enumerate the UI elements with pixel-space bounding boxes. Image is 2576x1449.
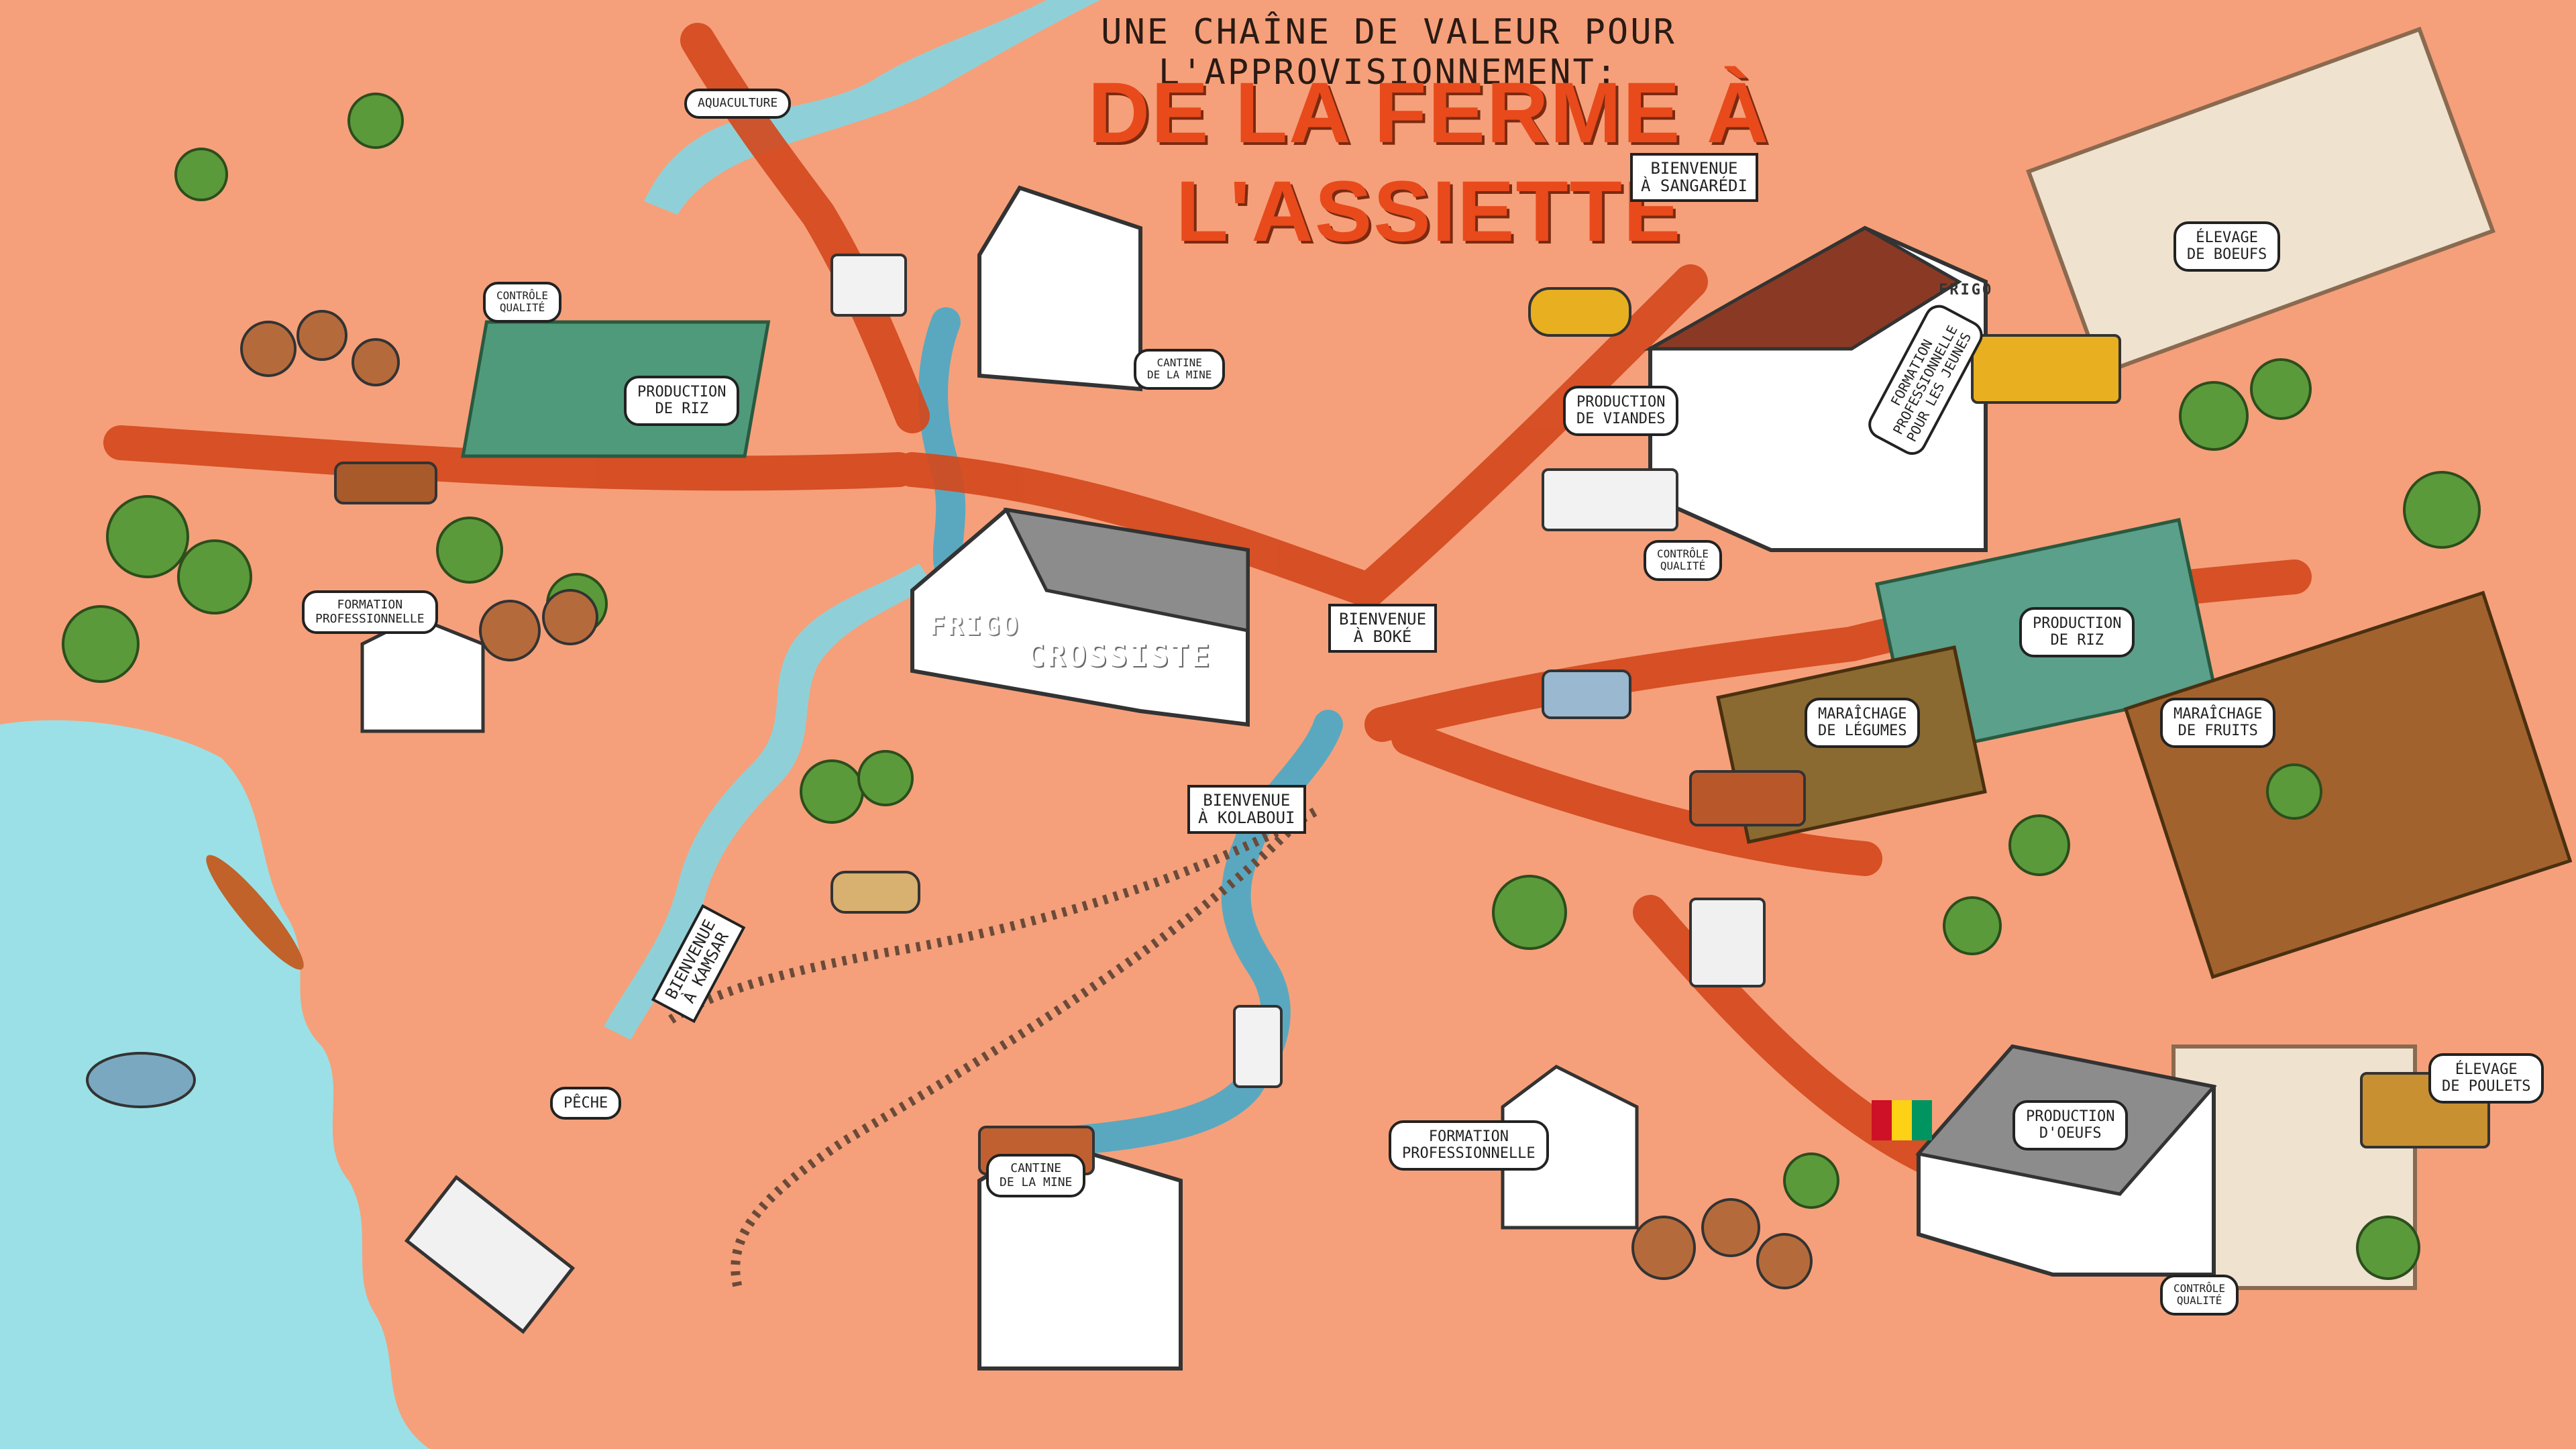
training-center-west (360, 615, 485, 733)
label-formation-south: FORMATION PROFESSIONNELLE (1389, 1120, 1549, 1171)
training-center-south (1501, 1065, 1639, 1230)
label-formation-west: FORMATION PROFESSIONNELLE (302, 590, 438, 635)
canteen-north (977, 185, 1142, 392)
label-controle-qualite-west: CONTRÔLE QUALITÉ (483, 282, 562, 323)
fruit-field (2123, 590, 2573, 979)
river-west (604, 564, 932, 1040)
label-peche: PÊCHE (550, 1087, 622, 1120)
label-controle-qualite-meat: CONTRÔLE QUALITÉ (1644, 540, 1723, 581)
label-production-viandes: PRODUCTION DE VIANDES (1563, 386, 1679, 436)
label-aquaculture: AQUACULTURE (684, 89, 792, 119)
label-cantine-mine-south: CANTINE DE LA MINE (986, 1154, 1086, 1198)
village-huts (240, 310, 1813, 1289)
label-maraichage-legumes: MARAÎCHAGE DE LÉGUMES (1805, 698, 1921, 748)
label-production-riz-east: PRODUCTION DE RIZ (2019, 607, 2135, 657)
label-controle-qualite-eggs: CONTRÔLE QUALITÉ (2160, 1275, 2239, 1316)
guinea-flag (1872, 1100, 1932, 1140)
fishing-boat (86, 1052, 196, 1108)
label-elevage-poulets: ÉLEVAGE DE POULETS (2428, 1053, 2544, 1104)
page-subtitle: UNE CHAÎNE DE VALEUR POUR L'APPROVISIONN… (1101, 12, 1676, 93)
railway (668, 807, 1318, 1289)
sign-boke: BIENVENUE À BOKÉ (1328, 604, 1438, 653)
river-north (644, 0, 1100, 215)
frigo-meat-sign: FRIGO (1939, 282, 1994, 299)
sign-kolaboui: BIENVENUE À KOLABOUI (1187, 785, 1306, 834)
sea (0, 720, 429, 1449)
label-cantine-mine-north: CANTINE DE LA MINE (1134, 349, 1226, 390)
meat-roof (1644, 226, 1962, 351)
vehicles (334, 254, 2490, 1175)
cattle-pen (2026, 26, 2496, 376)
frigo-sign: FRIGO (929, 610, 1020, 641)
label-maraichage-fruits: MARAÎCHAGE DE FRUITS (2160, 698, 2276, 748)
wholesale-roof (1003, 507, 1250, 633)
label-production-riz-west: PRODUCTION DE RIZ (624, 376, 740, 426)
cargo-ship (404, 1175, 576, 1334)
crossiste-sign: CROSSISTE (1026, 637, 1212, 674)
page-title: DE LA FERME À L'ASSIETTE (1087, 65, 1770, 260)
sign-sangaredi: BIENVENUE À SANGARÉDI (1630, 153, 1758, 202)
canoe-1 (206, 855, 304, 970)
label-production-oeufs: PRODUCTION D'OEUFS (2012, 1100, 2129, 1150)
label-elevage-boeufs: ÉLEVAGE DE BOEUFS (2174, 221, 2281, 272)
